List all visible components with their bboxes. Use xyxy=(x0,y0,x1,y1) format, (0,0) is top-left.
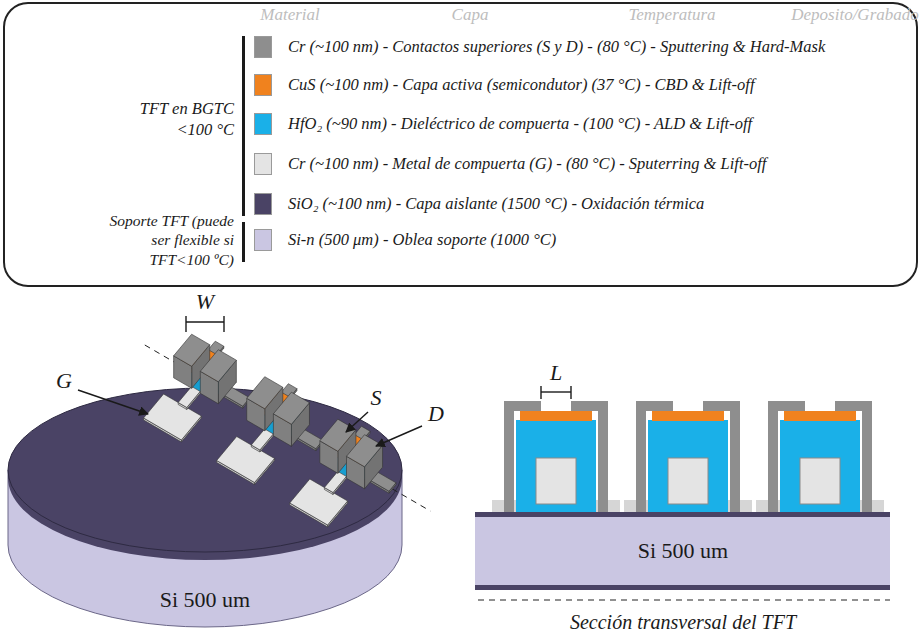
substrate-label-box: Si 500 um xyxy=(152,583,258,617)
legend-entry: Cr (~100 nm) - Contactos superiores (S y… xyxy=(254,36,825,58)
active-layer xyxy=(520,411,592,421)
dimension-line xyxy=(186,321,224,322)
dimension-tick xyxy=(570,386,571,399)
section-caption: Sección transversal del TFT xyxy=(570,611,796,634)
drain-contact xyxy=(835,401,872,512)
source-contact xyxy=(504,401,541,512)
drain-contact xyxy=(200,350,236,382)
column-header: Deposito/Grabado xyxy=(791,5,919,25)
legend-text: SiO₂ (~100 nm) - Capa aislante (1500 °C)… xyxy=(288,194,704,214)
tft-devices xyxy=(144,334,431,527)
legend-entry: CuS (~100 nm) - Capa activa (semiconduto… xyxy=(254,74,754,96)
legend-text: HfO₂ (~90 nm) - Dieléctrico de compuerta… xyxy=(288,114,752,134)
legend-entry: SiO₂ (~100 nm) - Capa aislante (1500 °C)… xyxy=(254,193,704,215)
leader-arrow xyxy=(376,426,422,446)
part-label: W xyxy=(196,289,214,315)
legend-text: CuS (~100 nm) - Capa activa (semiconduto… xyxy=(288,75,754,95)
wafer-top xyxy=(8,388,402,552)
source-contact xyxy=(768,401,805,512)
gate-dielectric xyxy=(780,420,860,512)
legend-text: Cr (~100 nm) - Contactos superiores (S y… xyxy=(288,37,825,57)
legend-swatch xyxy=(254,229,272,251)
dimension-tick xyxy=(185,316,186,332)
dimension-tick xyxy=(223,316,224,332)
legend-swatch xyxy=(254,36,272,58)
active-layer xyxy=(784,411,856,421)
gate-dielectric xyxy=(516,420,596,512)
group-bar xyxy=(242,222,245,262)
substrate xyxy=(475,512,890,590)
gate-metal xyxy=(536,458,576,504)
oxide-layer xyxy=(475,512,890,517)
legend-swatch xyxy=(254,113,272,135)
source-contact xyxy=(636,401,673,512)
leader-arrow xyxy=(346,412,368,432)
column-header: Capa xyxy=(452,5,489,25)
legend-swatch xyxy=(254,153,272,175)
part-label: G xyxy=(56,368,72,394)
dimension-line xyxy=(541,391,571,392)
substrate-label-box: Si 500 um xyxy=(630,534,736,568)
part-label: L xyxy=(550,360,562,386)
legend-text: Cr (~100 nm) - Metal de compuerta (G) - … xyxy=(288,154,766,174)
gate-metal xyxy=(668,458,708,504)
source-contact xyxy=(174,334,210,366)
legend-panel xyxy=(4,3,917,286)
legend-entry: Si-n (500 μm) - Oblea soporte (1000 °C) xyxy=(254,229,556,251)
gate-metal xyxy=(800,458,840,504)
dimension-tick xyxy=(540,386,541,399)
part-label: S xyxy=(371,385,382,411)
drain-contact xyxy=(273,392,309,424)
legend-entry: Cr (~100 nm) - Metal de compuerta (G) - … xyxy=(254,153,766,175)
caption-rule xyxy=(478,600,890,601)
drain-contact xyxy=(571,401,608,512)
wafer xyxy=(8,388,402,627)
substrate-label: Si 500 um xyxy=(638,538,728,564)
active-layer xyxy=(652,411,724,421)
part-label: D xyxy=(428,401,444,427)
group-label: Soporte TFT (puede ser flexible si TFT<1… xyxy=(94,211,234,269)
drain-contact xyxy=(703,401,740,512)
legend-entry: HfO₂ (~90 nm) - Dieléctrico de compuerta… xyxy=(254,113,752,135)
oxide-layer xyxy=(475,585,890,590)
source-contact xyxy=(247,377,283,409)
cross-section xyxy=(475,401,890,600)
legend-text: Si-n (500 μm) - Oblea soporte (1000 °C) xyxy=(288,230,556,250)
column-header: Material xyxy=(260,5,320,25)
gate-dielectric xyxy=(648,420,728,512)
group-label: TFT en BGTC <100 °C xyxy=(122,99,234,140)
substrate-label: Si 500 um xyxy=(160,587,250,613)
leader-arrow xyxy=(78,390,148,414)
column-header: Temperatura xyxy=(628,5,715,25)
drain-contact xyxy=(347,435,383,467)
legend-swatch xyxy=(254,193,272,215)
source-contact xyxy=(320,419,356,451)
legend-swatch xyxy=(254,74,272,96)
leader-lines xyxy=(78,316,571,446)
group-bar xyxy=(242,36,245,216)
